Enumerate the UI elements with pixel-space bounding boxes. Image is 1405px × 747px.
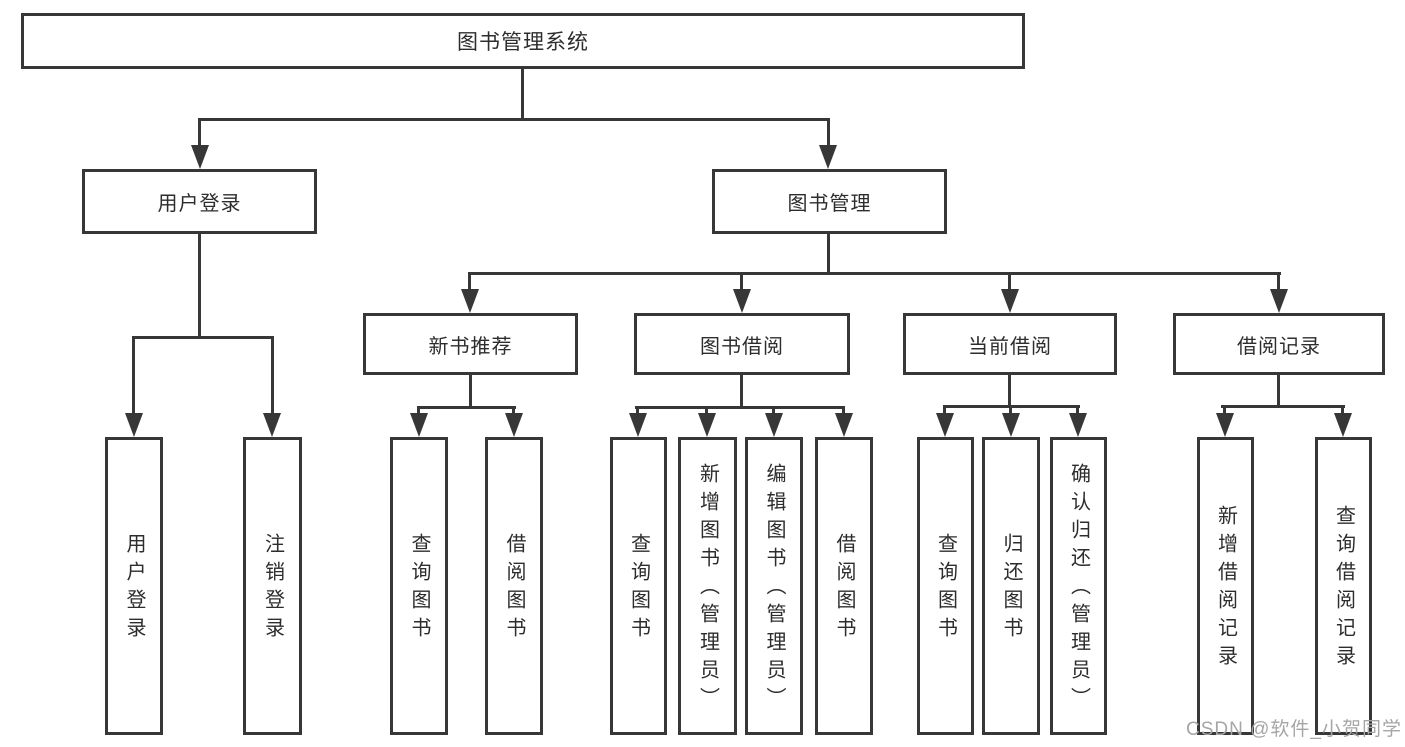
leaf-user-login: 用户登录 [105, 437, 163, 735]
arrowhead-down-icon [125, 413, 143, 437]
connector-bm-hline [468, 272, 1281, 275]
connector-bm-stem-3 [1008, 272, 1011, 289]
connector-bb-vline [740, 375, 743, 406]
connector-nb-stem-2 [512, 406, 515, 416]
connector-cb-hline [944, 405, 1080, 408]
node-library-system: 图书管理系统 [21, 13, 1025, 69]
connector-bm-stem-1 [468, 272, 471, 289]
arrowhead-down-icon [698, 413, 716, 437]
arrowhead-down-icon [819, 145, 837, 169]
connector-ul-stem-1 [132, 336, 135, 415]
connector-br-stem-1 [1223, 405, 1226, 416]
leaf-cb-return-books: 归还图书 [982, 437, 1040, 735]
connector-bm-vline [827, 234, 830, 272]
arrowhead-down-icon [1334, 413, 1352, 437]
connector-user-login-stem [198, 118, 201, 148]
leaf-br-add-record: 新增借阅记录 [1197, 437, 1254, 735]
connector-br-stem-2 [1341, 405, 1344, 416]
arrowhead-down-icon [461, 289, 479, 313]
connector-bm-stem-4 [1277, 272, 1280, 289]
arrowhead-down-icon [1069, 413, 1087, 437]
node-current-borrowing: 当前借阅 [903, 313, 1117, 375]
node-book-management: 图书管理 [712, 169, 947, 234]
connector-nb-hline [417, 406, 516, 409]
leaf-bb-edit-books-admin: 编辑图书（管理员） [745, 437, 803, 735]
connector-bb-stem-3 [772, 406, 775, 416]
arrowhead-down-icon [1216, 413, 1234, 437]
leaf-bb-borrow-books: 借阅图书 [815, 437, 873, 735]
leaf-logout: 注销登录 [243, 437, 302, 735]
connector-cb-vline [1008, 375, 1011, 405]
leaf-bb-add-books-admin: 新增图书（管理员） [678, 437, 737, 735]
leaf-nb-borrow-books: 借阅图书 [485, 437, 543, 735]
connector-cb-stem-2 [1009, 405, 1012, 416]
connector-bm-stem-2 [740, 272, 743, 289]
connector-root-vline [521, 69, 524, 118]
node-user-login: 用户登录 [82, 169, 317, 234]
connector-br-vline [1277, 375, 1280, 405]
watermark: CSDN @软件_小贺同学 [1186, 719, 1402, 740]
arrowhead-down-icon [1002, 413, 1020, 437]
arrowhead-down-icon [410, 413, 428, 437]
arrowhead-down-icon [936, 413, 954, 437]
arrowhead-down-icon [263, 413, 281, 437]
arrowhead-down-icon [191, 145, 209, 169]
connector-root-hline [199, 118, 830, 121]
leaf-nb-query-books: 查询图书 [390, 437, 448, 735]
connector-ul-stem-2 [271, 336, 274, 415]
connector-bb-hline [635, 406, 845, 409]
node-borrow-records: 借阅记录 [1173, 313, 1385, 375]
leaf-br-query-record: 查询借阅记录 [1315, 437, 1372, 735]
connector-bb-stem-1 [636, 406, 639, 416]
arrowhead-down-icon [835, 413, 853, 437]
connector-bb-stem-2 [705, 406, 708, 416]
connector-book-mgmt-stem [827, 118, 830, 148]
arrowhead-down-icon [733, 289, 751, 313]
connector-ul-vline [198, 234, 201, 336]
connector-cb-stem-1 [943, 405, 946, 416]
connector-ul-hline [133, 336, 274, 339]
connector-nb-stem-1 [417, 406, 420, 416]
node-book-borrowing: 图书借阅 [634, 313, 850, 375]
arrowhead-down-icon [629, 413, 647, 437]
connector-bb-stem-4 [842, 406, 845, 416]
leaf-bb-query-books: 查询图书 [610, 437, 667, 735]
connector-nb-vline [469, 375, 472, 406]
connector-br-hline [1221, 405, 1345, 408]
leaf-cb-query-books: 查询图书 [917, 437, 974, 735]
arrowhead-down-icon [1001, 289, 1019, 313]
connector-cb-stem-3 [1076, 405, 1079, 416]
node-new-book-recommend: 新书推荐 [363, 313, 578, 375]
arrowhead-down-icon [1270, 289, 1288, 313]
arrowhead-down-icon [765, 413, 783, 437]
arrowhead-down-icon [505, 413, 523, 437]
leaf-cb-confirm-return-admin: 确认归还（管理员） [1050, 437, 1107, 735]
